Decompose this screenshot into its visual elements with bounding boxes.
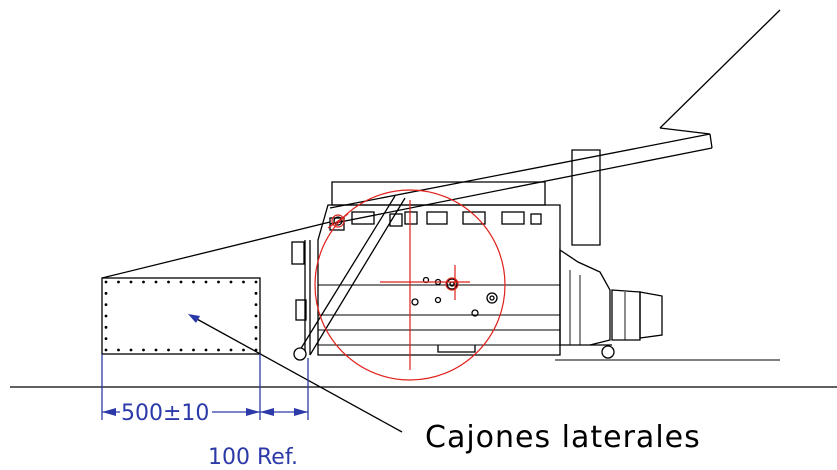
rivet-dot	[242, 348, 245, 352]
rivet-dot	[204, 280, 208, 284]
rivet-dot	[154, 348, 158, 352]
dimension-lines	[101, 354, 309, 420]
rivet-dot	[254, 303, 258, 307]
rivet-dot	[217, 280, 220, 284]
rivet-dot	[167, 280, 170, 284]
rivet-dot	[104, 314, 108, 318]
rivet-dot	[117, 280, 120, 284]
rivet-dot	[142, 348, 145, 352]
rivet-dot	[179, 348, 183, 352]
callout-leader	[188, 314, 403, 433]
dimension-100-ref: 100 Ref.	[208, 445, 298, 470]
rivet-dot	[104, 280, 108, 284]
box-rivets	[104, 280, 258, 352]
callout-label: Cajones laterales	[425, 420, 701, 455]
rivet-dot	[129, 348, 133, 352]
rivet-dot	[217, 348, 220, 352]
dimension-500: 500±10	[121, 401, 209, 426]
rivet-dot	[254, 280, 258, 284]
rivet-dot	[204, 348, 208, 352]
rivet-dot	[104, 303, 108, 307]
boom-arm	[101, 9, 781, 356]
rivet-dot	[104, 291, 108, 295]
rivet-dot	[104, 348, 108, 352]
rivet-dot	[192, 348, 195, 352]
rivet-dot	[254, 291, 258, 295]
rivet-dot	[129, 280, 133, 284]
centerline-circle	[314, 189, 506, 381]
rivet-dot	[104, 325, 108, 329]
rivet-dot	[254, 325, 258, 329]
rivet-dot	[254, 337, 258, 341]
rivet-dot	[179, 280, 183, 284]
rivet-dot	[192, 280, 195, 284]
transmission	[559, 248, 663, 359]
engine-block	[291, 149, 601, 361]
rivet-dot	[142, 280, 145, 284]
rivet-dot	[254, 314, 258, 318]
rivet-dot	[104, 337, 108, 341]
lateral-box	[101, 277, 261, 355]
rivet-dot	[117, 348, 120, 352]
rivet-dot	[229, 348, 233, 352]
rivet-dot	[242, 280, 245, 284]
rivet-dot	[229, 280, 233, 284]
rivet-dot	[167, 348, 170, 352]
rivet-dot	[154, 280, 158, 284]
